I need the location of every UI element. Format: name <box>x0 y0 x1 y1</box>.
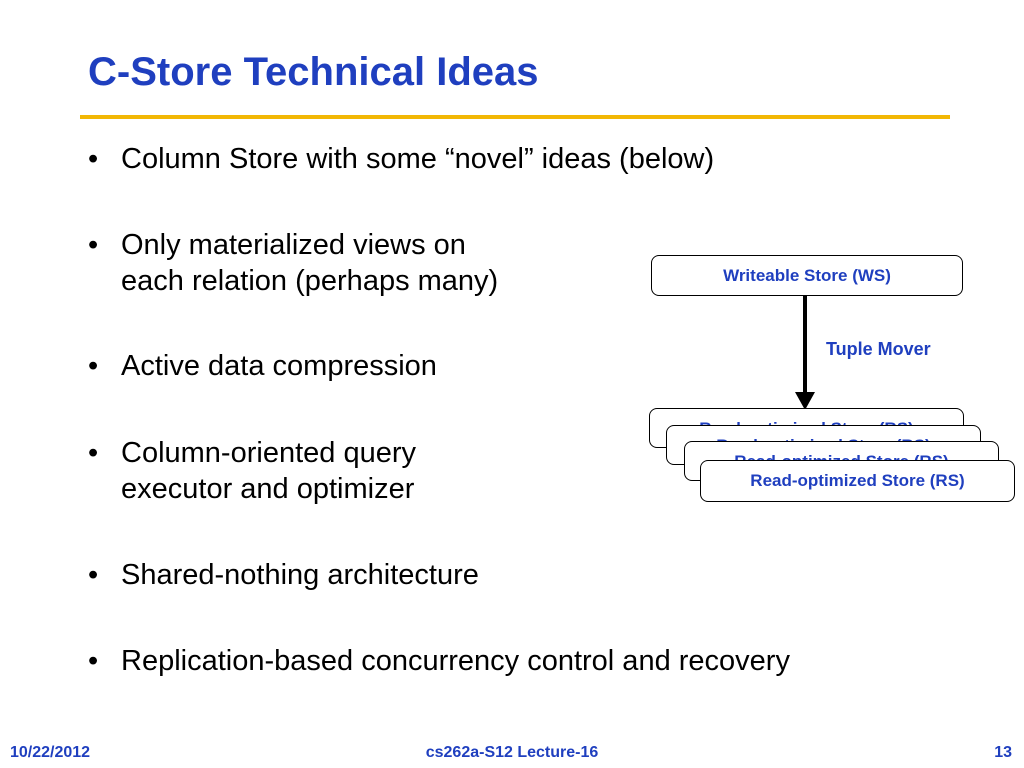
tuple-mover-arrow <box>803 296 807 394</box>
bullet-item: • Shared-nothing architecture <box>88 557 479 593</box>
bullet-item: • Active data compression <box>88 348 437 384</box>
bullet-glyph: • <box>88 437 99 469</box>
read-store-box-front: Read-optimized Store (RS) <box>700 460 1015 502</box>
writeable-store-box: Writeable Store (WS) <box>651 255 963 296</box>
bullet-item: • Column-oriented query executor and opt… <box>88 435 416 507</box>
bullet-glyph: • <box>88 229 99 261</box>
footer-course: cs262a-S12 Lecture-16 <box>425 744 599 761</box>
footer-date: 10/22/2012 <box>10 744 91 761</box>
bullet-glyph: • <box>88 559 99 591</box>
bullet-item: • Column Store with some “novel” ideas (… <box>88 141 714 177</box>
bullet-text: Only materialized views on <box>121 229 466 261</box>
bullet-text-continued: executor and optimizer <box>121 473 415 505</box>
title-underline <box>80 115 950 119</box>
bullet-text: Column-oriented query <box>121 437 416 469</box>
bullet-text: Active data compression <box>121 350 437 382</box>
bullet-glyph: • <box>88 143 99 175</box>
tuple-mover-arrowhead <box>795 392 815 410</box>
bullet-item: • Only materialized views on each relati… <box>88 227 498 299</box>
bullet-text: Column Store with some “novel” ideas (be… <box>121 143 715 175</box>
footer-page-number: 13 <box>994 744 1012 761</box>
bullet-glyph: • <box>88 645 99 677</box>
tuple-mover-label: Tuple Mover <box>826 339 931 359</box>
bullet-text: Replication-based concurrency control an… <box>121 645 790 677</box>
slide-title: C-Store Technical Ideas <box>88 50 539 94</box>
bullet-item: • Replication-based concurrency control … <box>88 643 790 679</box>
bullet-text: Shared-nothing architecture <box>121 559 479 591</box>
bullet-text-continued: each relation (perhaps many) <box>121 265 499 297</box>
bullet-glyph: • <box>88 350 99 382</box>
